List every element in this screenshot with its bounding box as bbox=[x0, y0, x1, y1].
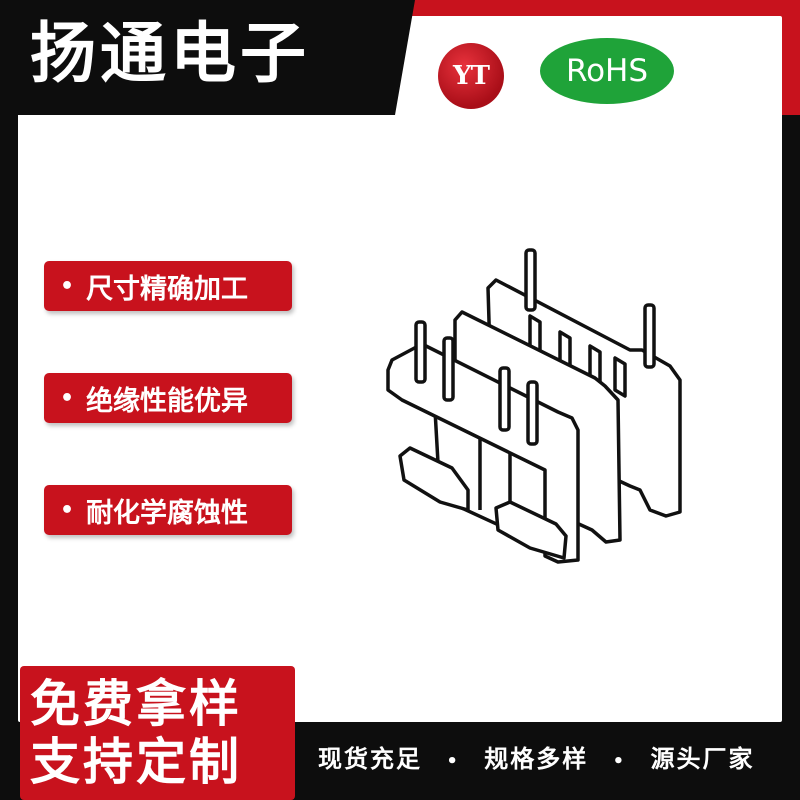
promo-free-sample: 免费拿样 bbox=[30, 675, 242, 733]
yt-logo: YT bbox=[438, 43, 504, 109]
front-lip bbox=[494, 500, 568, 560]
tagline-item: 源头厂家 bbox=[650, 745, 755, 773]
separator-dot-icon: • bbox=[612, 751, 627, 772]
pin bbox=[526, 380, 539, 446]
front-lip bbox=[398, 446, 470, 512]
pin bbox=[498, 366, 511, 432]
feature-badge-chemical: • 耐化学腐蚀性 bbox=[44, 485, 292, 535]
brand-name: 扬通电子 bbox=[30, 15, 310, 92]
feature-badge-precision: • 尺寸精确加工 bbox=[44, 261, 292, 311]
feature-label: 绝缘性能优异 bbox=[86, 385, 249, 417]
rohs-logo: RoHS bbox=[540, 38, 674, 104]
bobbin-illustration bbox=[386, 248, 682, 564]
bullet-icon: • bbox=[60, 273, 75, 299]
pin bbox=[643, 303, 656, 369]
slot bbox=[613, 356, 627, 398]
promo-customization: 支持定制 bbox=[30, 733, 242, 791]
feature-badge-insulation: • 绝缘性能优异 bbox=[44, 373, 292, 423]
pin bbox=[524, 248, 537, 312]
tagline-item: 现货充足 bbox=[318, 745, 422, 773]
bullet-icon: • bbox=[60, 497, 75, 523]
separator-dot-icon: • bbox=[446, 751, 460, 772]
pin bbox=[414, 320, 427, 384]
promo-box bbox=[20, 666, 295, 800]
bullet-icon: • bbox=[60, 385, 75, 411]
pin bbox=[442, 336, 455, 402]
feature-label: 尺寸精确加工 bbox=[86, 273, 249, 305]
footer-tagline: 现货充足 • 规格多样 • 源头厂家 bbox=[318, 739, 788, 774]
tagline-item: 规格多样 bbox=[484, 745, 589, 773]
feature-label: 耐化学腐蚀性 bbox=[86, 497, 249, 529]
